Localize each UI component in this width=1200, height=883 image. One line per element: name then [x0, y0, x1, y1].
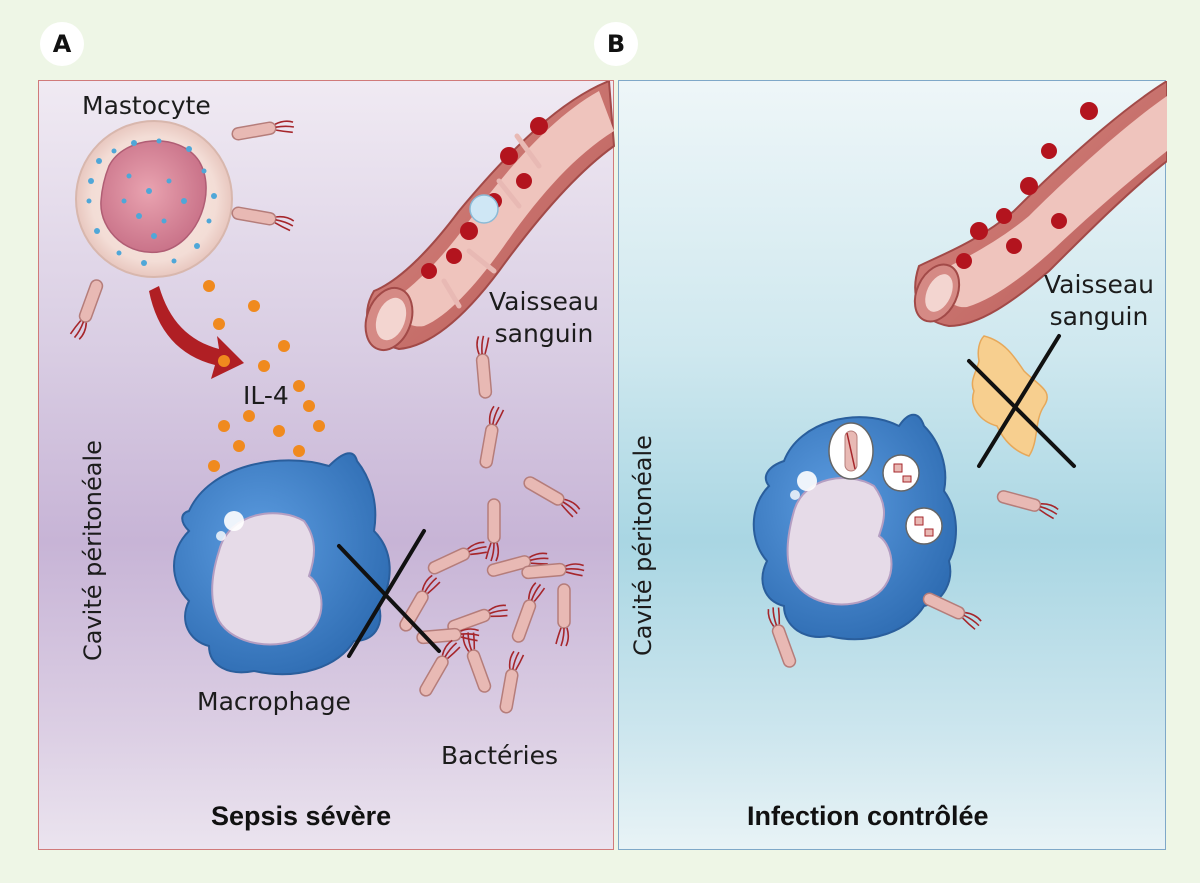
blood-vessel-icon: [364, 81, 615, 351]
cavite-peritoneale-label-b: Cavité péritonéale: [629, 435, 657, 656]
il4-dots: [203, 280, 325, 472]
vaisseau-sanguin-label-b: Vaisseau sanguin: [1044, 270, 1155, 331]
panel-b-illustration: [752, 81, 1167, 670]
panel-a-letter-badge: A: [40, 22, 84, 66]
curved-arrow-icon: [149, 286, 244, 379]
vaisseau-sanguin-label-a: Vaisseau sanguin: [489, 287, 600, 348]
panel-a-sepsis: Mastocyte IL-4 Vaisseau sanguin Cavité p…: [38, 80, 615, 850]
cavite-peritoneale-label-a: Cavité péritonéale: [79, 440, 107, 661]
panel-b-title: Infection contrôlée: [747, 801, 989, 831]
macrophage-cell-icon: [173, 452, 391, 676]
panel-a-illustration: [69, 81, 615, 715]
panel-a-title: Sepsis sévère: [211, 801, 392, 831]
chemokine-signal-icon: [971, 335, 1048, 457]
il4-label: IL-4: [243, 381, 289, 410]
macrophage-cell-icon: [752, 413, 957, 641]
cross-mark-icon: [337, 529, 441, 658]
mastocyte-cell-icon: [75, 120, 233, 278]
mastocyte-label: Mastocyte: [82, 91, 211, 120]
cross-mark-icon: [967, 334, 1076, 468]
macrophage-label: Macrophage: [197, 687, 351, 716]
panel-b-letter-badge: B: [594, 22, 638, 66]
bacteries-label: Bactéries: [441, 741, 559, 770]
blood-vessel-icon: [913, 81, 1167, 328]
panel-b-infection: Vaisseau sanguin Cavité péritonéale Infe…: [618, 80, 1167, 850]
